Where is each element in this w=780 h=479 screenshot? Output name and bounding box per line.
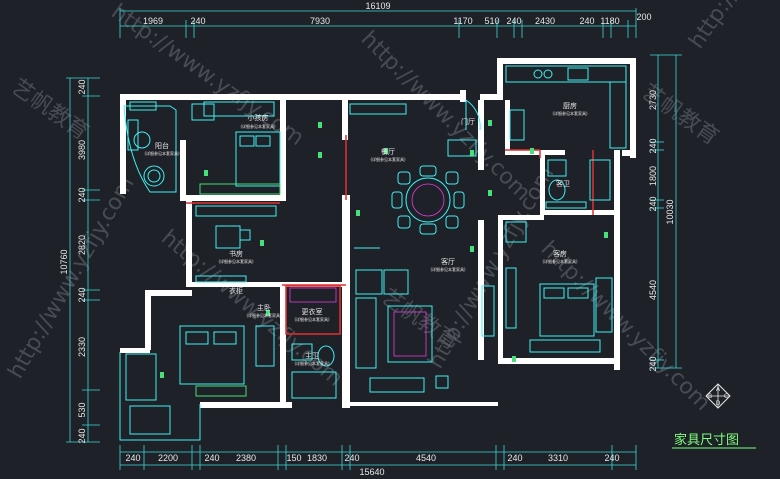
room-note-dressing: (详细参见本套家具) — [294, 316, 330, 322]
walls — [120, 58, 636, 408]
dim-bottom-4: 2380 — [236, 453, 256, 463]
master-bedroom-furniture — [119, 325, 275, 441]
dim-bottom-7: 240 — [344, 453, 359, 463]
dim-left-total: 10760 — [59, 249, 69, 274]
guest-bath-fixtures — [545, 159, 611, 209]
room-note-balcony: (详细参见本套家具) — [144, 150, 180, 156]
room-label-dressing: 更衣室 — [302, 307, 323, 316]
dim-left-5: 240 — [77, 287, 87, 302]
dim-top-1: 1969 — [143, 16, 163, 26]
dimension-texts-bottom: 240 2200 240 2380 150 1830 240 4540 240 … — [125, 453, 619, 477]
dim-left-4: 2820 — [77, 235, 87, 255]
compass-icon: A B C D — [705, 383, 731, 409]
dim-bottom-6: 1830 — [307, 453, 327, 463]
room-label-study: 书房 — [229, 249, 243, 258]
dim-top-9: 1180 — [600, 16, 619, 26]
dim-left-6: 2330 — [77, 337, 87, 357]
room-note-master: (详细参见本套家具) — [246, 312, 282, 318]
dim-bottom-2: 2200 — [158, 453, 178, 463]
room-label-guest-room: 客房 — [553, 249, 567, 258]
dim-top-total: 16109 — [365, 1, 390, 11]
room-label-master: 主卧 — [257, 303, 271, 312]
red-partitions — [186, 135, 594, 286]
room-label-foyer: 门厅 — [461, 117, 475, 126]
dim-top-7: 2430 — [535, 16, 555, 26]
room-label-master-bath: 主卫 — [305, 351, 319, 360]
dim-bottom-10: 3310 — [548, 453, 568, 463]
room-note-dining: (详细参见本套家具) — [370, 156, 406, 162]
light-fixtures — [160, 120, 608, 378]
dim-bottom-3: 240 — [204, 453, 219, 463]
room-label-dining: 餐厅 — [381, 147, 395, 156]
dim-bottom-1: 240 — [125, 453, 140, 463]
dim-top-2: 240 — [190, 16, 205, 26]
compass-c: C — [724, 393, 728, 400]
dimension-texts-top: 16109 1969 240 7930 1170 510 240 2430 24… — [143, 1, 652, 26]
watermark-text-1: http://www.yzfjy.com — [107, 0, 309, 151]
dim-left-2: 3980 — [77, 140, 87, 160]
dim-bottom-total: 15640 — [359, 467, 384, 477]
dim-right-5: 4540 — [648, 280, 658, 300]
dim-right-4: 240 — [648, 196, 658, 211]
room-note-master-bath: (详细参见本套家具) — [294, 360, 330, 366]
kids-room-furniture — [129, 101, 281, 195]
dimension-texts-left: 10760 240 3980 240 2820 240 2330 530 240 — [59, 79, 87, 443]
dimension-lines — [66, 8, 682, 470]
dim-left-8: 240 — [77, 428, 87, 443]
room-label-kids: 小孩房 — [248, 113, 269, 122]
dimension-texts-right: 10030 2730 240 1800 240 4540 240 — [648, 90, 675, 372]
dim-left-1: 240 — [77, 79, 87, 94]
dim-top-3: 7930 — [310, 16, 330, 26]
room-note-study: (详细参见本套家具) — [218, 258, 254, 264]
room-note-guest-room: (详细参见本套家具) — [542, 258, 578, 264]
room-label-living: 客厅 — [441, 257, 455, 266]
dim-bottom-5: 150 — [286, 453, 301, 463]
dining-table — [349, 103, 465, 249]
dim-right-3: 1800 — [648, 166, 658, 186]
dim-right-2: 240 — [648, 138, 658, 153]
dim-top-6: 240 — [506, 16, 521, 26]
balcony-area — [123, 105, 177, 193]
kitchen-furniture — [505, 65, 627, 149]
room-labels: 小孩房 (详细参见本套家具) 餐厅 (详细参见本套家具) 门厅 厨房 (详细参见… — [144, 101, 588, 366]
watermark-text-7: http://www.yzfjy.com — [4, 172, 140, 383]
dim-top-5: 510 — [484, 16, 499, 26]
room-label-balcony: 阳台 — [155, 141, 169, 150]
living-room-furniture — [355, 269, 495, 393]
dim-top-8: 240 — [579, 16, 594, 26]
compass-d: D — [716, 400, 721, 407]
guest-room-furniture — [505, 221, 613, 353]
dim-top-10: 200 — [636, 12, 651, 22]
dim-bottom-11: 240 — [604, 453, 619, 463]
dim-left-3: 240 — [77, 187, 87, 202]
room-note-kitchen: (详细参见本套家具) — [552, 110, 588, 116]
study-furniture — [195, 205, 277, 283]
drawing-title: 家具尺寸图 — [674, 432, 739, 448]
dim-right-total: 10030 — [665, 199, 675, 224]
dim-right-6: 240 — [648, 356, 658, 371]
dim-right-1: 2730 — [648, 90, 658, 110]
room-label-guest-bath: 客卫 — [556, 179, 570, 188]
dim-bottom-9: 240 — [507, 453, 522, 463]
dim-top-4: 1170 — [453, 16, 472, 26]
dressing-and-bath — [285, 285, 341, 399]
room-note-kids: (详细参见本套家具) — [240, 123, 276, 129]
dim-left-7: 530 — [77, 402, 87, 417]
dim-bottom-8: 4540 — [416, 453, 436, 463]
compass-b: B — [708, 393, 712, 400]
watermark-text-6: http://www.yzfjy.com — [684, 0, 780, 53]
room-label-wardrobe: 衣柜 — [229, 286, 243, 295]
compass-a: A — [716, 386, 721, 393]
foyer-door — [447, 99, 481, 157]
room-note-living: (详细参见本套家具) — [430, 266, 466, 272]
room-label-kitchen: 厨房 — [563, 101, 577, 110]
